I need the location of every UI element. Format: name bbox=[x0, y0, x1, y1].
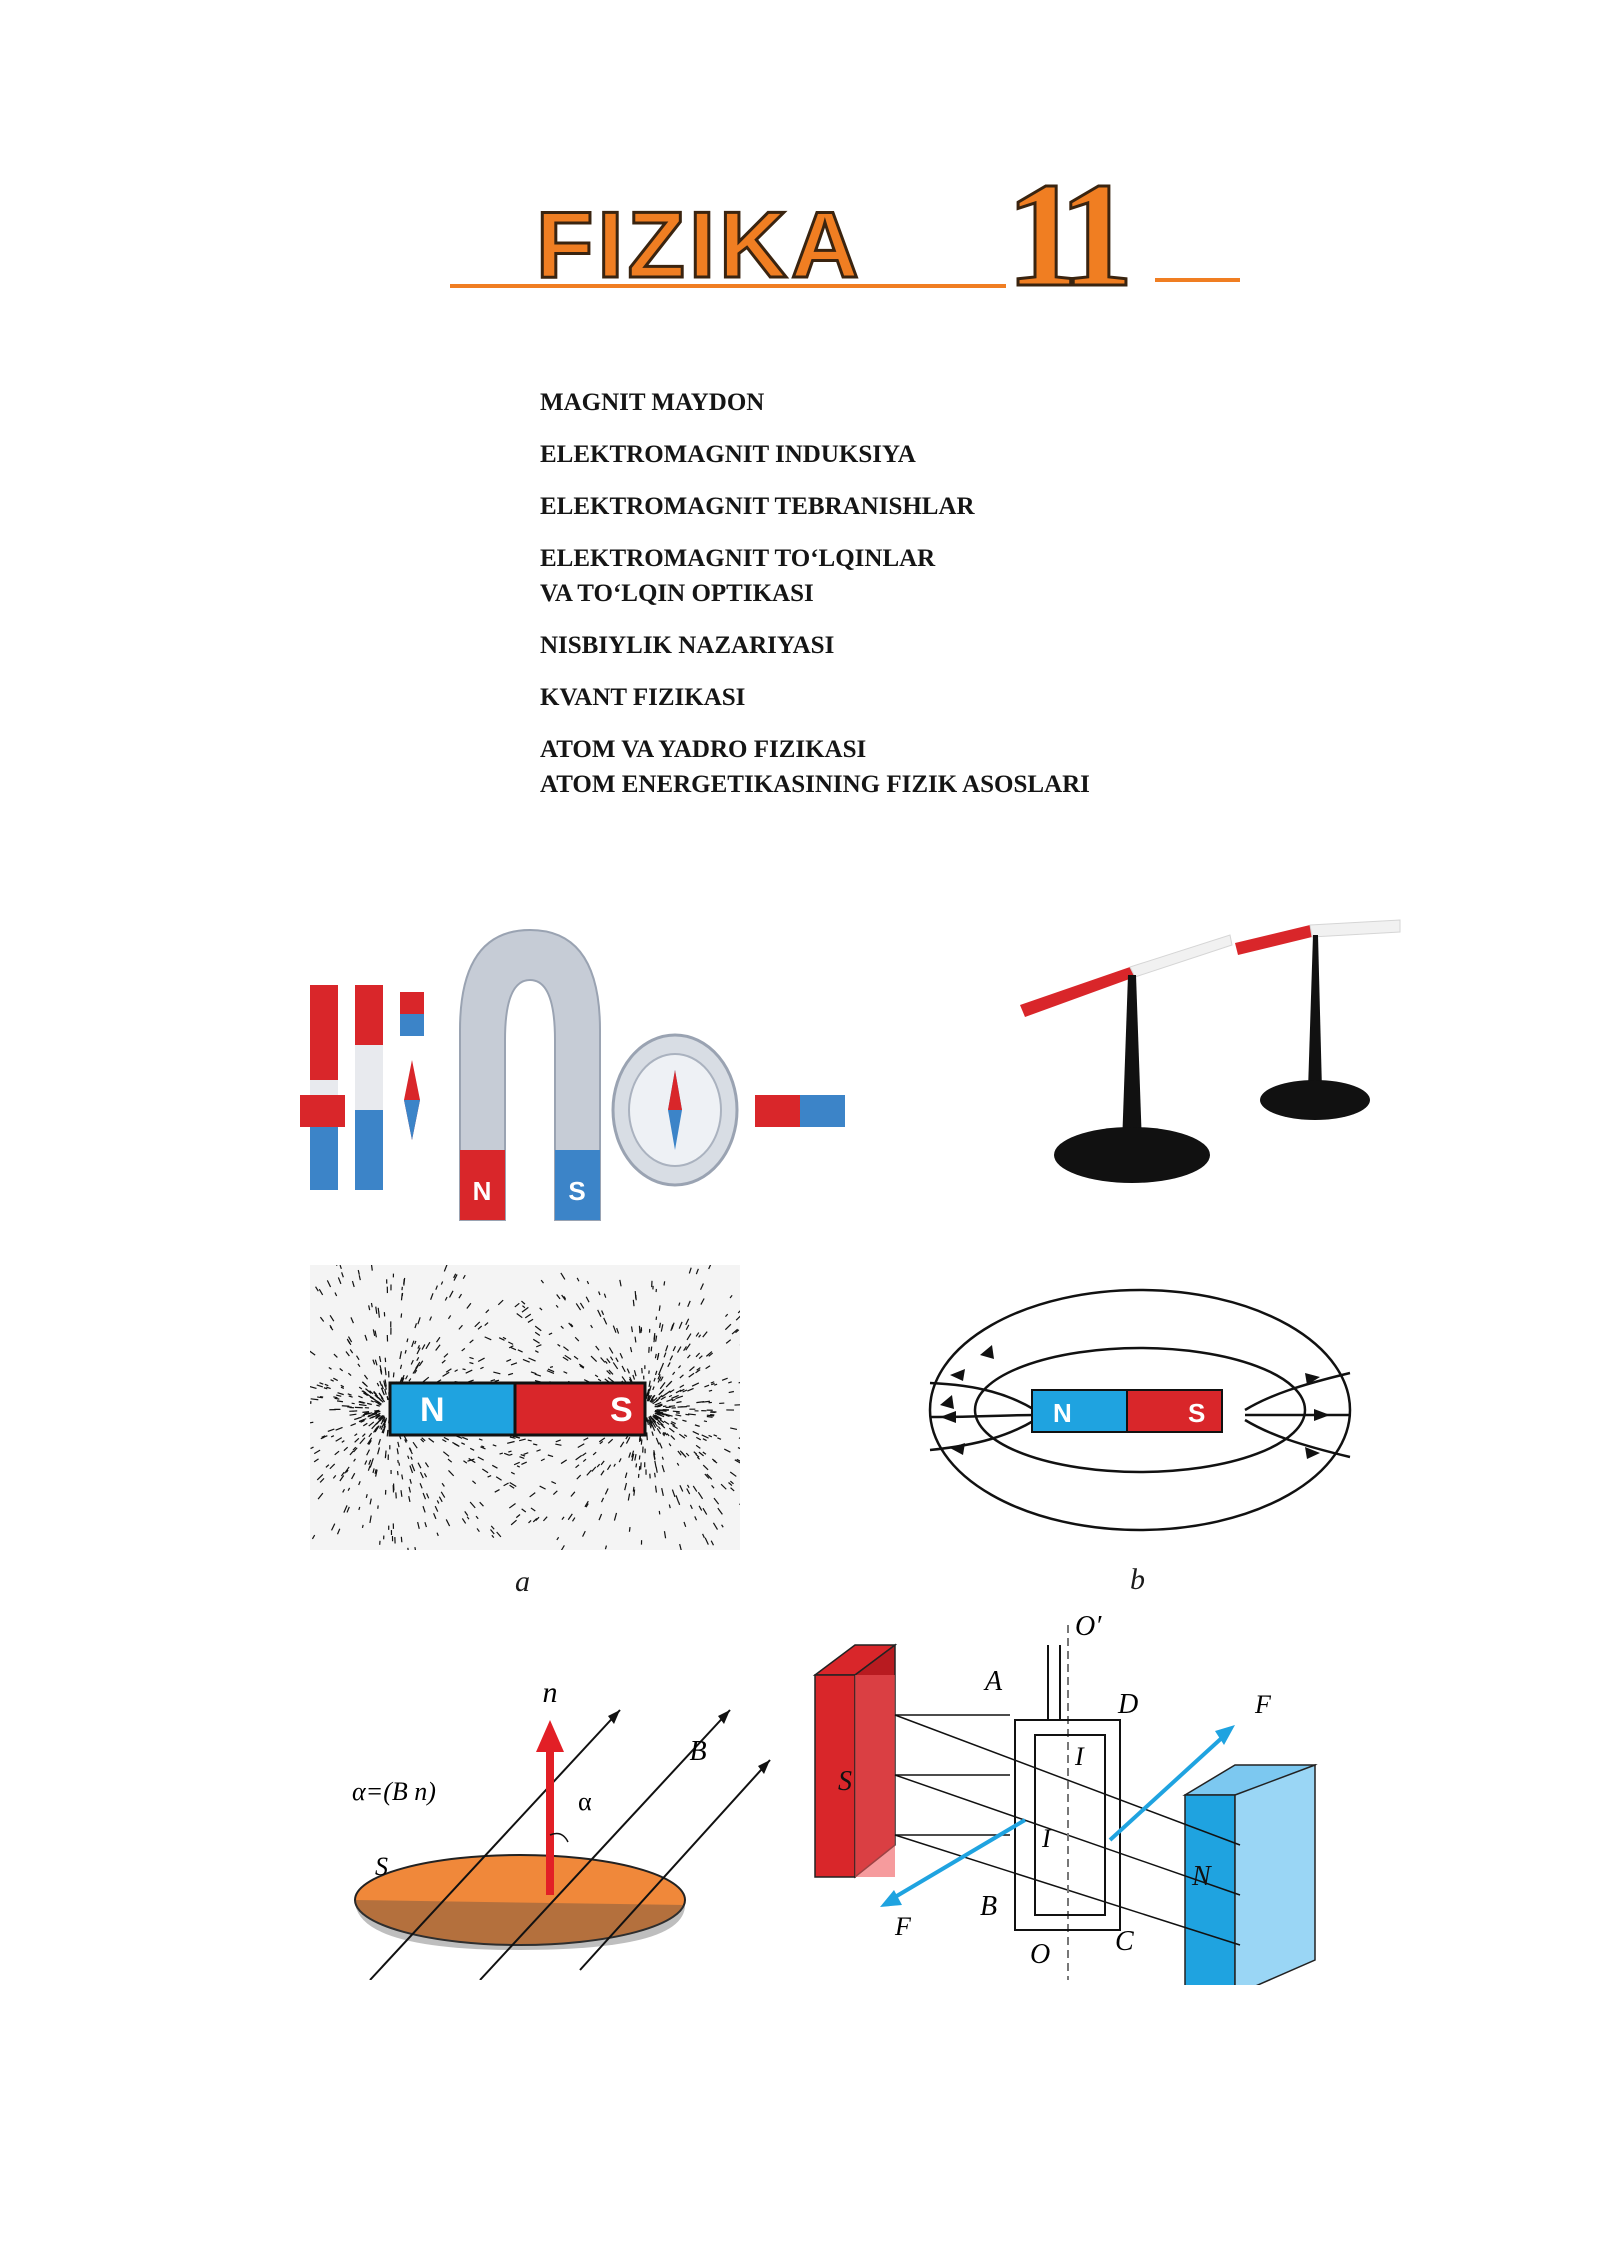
field-lines-figure: N S bbox=[928, 1288, 1352, 1532]
caption-a: a bbox=[515, 1565, 530, 1598]
topic-item: ELEKTROMAGNIT TO‘LQINLAR VA TO‘LQIN OPTIK… bbox=[540, 541, 1340, 611]
field-arrows bbox=[940, 1345, 1330, 1459]
iron-filings-figure: N S bbox=[310, 1265, 740, 1550]
needle-stand-left bbox=[1020, 934, 1233, 1183]
axis-top-label: O′ bbox=[1075, 1615, 1102, 1642]
angle-definition: α=(B n) bbox=[352, 1777, 436, 1806]
n-vector-label: n bbox=[543, 1676, 558, 1709]
current-label-top: I bbox=[1074, 1742, 1085, 1771]
title-number: 11 bbox=[1005, 152, 1136, 318]
magnets-figure: N S bbox=[300, 928, 845, 1221]
point-b-label: B bbox=[980, 1891, 997, 1922]
topic-line: NISBIYLIK NAZARIYASI bbox=[540, 632, 835, 659]
filings-n-label: N bbox=[420, 1391, 445, 1429]
point-d-label: D bbox=[1117, 1689, 1138, 1720]
force-label-right: F bbox=[1254, 1690, 1272, 1719]
horseshoe-s-label: S bbox=[568, 1176, 585, 1206]
topic-line: VA TO‘LQIN OPTIKASI bbox=[540, 580, 814, 607]
motor-frame-figure: S N O′ O A B C D I I F F bbox=[812, 1615, 1318, 1985]
topic-item: KVANT FIZIKASI bbox=[540, 680, 1340, 715]
topic-line: ELEKTROMAGNIT TEBRANISHLAR bbox=[540, 493, 975, 520]
force-label-left: F bbox=[894, 1912, 912, 1941]
topic-item: ELEKTROMAGNIT TEBRANISHLAR bbox=[540, 489, 1340, 524]
topic-item: ATOM VA YADRO FIZIKASI ATOM ENERGETIKASIN… bbox=[540, 732, 1340, 802]
current-frame bbox=[1014, 1645, 1121, 1931]
topic-line: KVANT FIZIKASI bbox=[540, 684, 746, 711]
small-magnet bbox=[400, 992, 424, 1036]
topic-line: ATOM ENERGETIKASINING FIZIK ASOSLARI bbox=[540, 771, 1090, 798]
horseshoe-magnet: N S bbox=[459, 928, 601, 1221]
caption-b: b bbox=[1130, 1563, 1145, 1596]
title-word: FIZIKA bbox=[535, 192, 863, 297]
topics-list: MAGNIT MAYDON ELEKTROMAGNIT INDUKSIYA ELEK… bbox=[540, 385, 1340, 819]
lines-s-label: S bbox=[1188, 1398, 1205, 1428]
title-underline-left bbox=[450, 284, 1006, 288]
b-vector-label: B bbox=[689, 1736, 706, 1767]
bar-magnet-1 bbox=[310, 985, 338, 1190]
alpha-label: α bbox=[578, 1787, 592, 1816]
magnet-n-label: N bbox=[1191, 1861, 1212, 1892]
axis-bottom-label: O bbox=[1030, 1939, 1050, 1970]
topic-line: ATOM VA YADRO FIZIKASI bbox=[540, 736, 867, 763]
needles-figure bbox=[1020, 919, 1401, 1183]
topic-item: MAGNIT MAYDON bbox=[540, 385, 1340, 420]
compass-icon bbox=[611, 1033, 739, 1187]
topic-item: NISBIYLIK NAZARIYASI bbox=[540, 628, 1340, 663]
lines-n-label: N bbox=[1053, 1398, 1072, 1428]
topic-line: ELEKTROMAGNIT INDUKSIYA bbox=[540, 441, 916, 468]
point-c-label: C bbox=[1115, 1926, 1134, 1957]
title-underline-right bbox=[1155, 278, 1240, 282]
topic-item: ELEKTROMAGNIT INDUKSIYA bbox=[540, 437, 1340, 472]
topic-line: ELEKTROMAGNIT TO‘LQINLAR bbox=[540, 545, 936, 572]
point-a-label: A bbox=[983, 1666, 1003, 1697]
book-title: FIZIKA 11 bbox=[450, 159, 1240, 312]
needle-stand-right bbox=[1235, 919, 1401, 1120]
current-label-bottom: I bbox=[1041, 1824, 1052, 1853]
compass-needle bbox=[404, 1060, 420, 1140]
horseshoe-n-label: N bbox=[473, 1176, 492, 1206]
magnet-s-label: S bbox=[838, 1766, 852, 1797]
bar-magnet-2 bbox=[355, 985, 383, 1190]
filings-s-label: S bbox=[610, 1391, 633, 1429]
surface-label: S bbox=[375, 1852, 388, 1881]
bar-magnet-horizontal bbox=[300, 1095, 845, 1127]
topic-line: MAGNIT MAYDON bbox=[540, 389, 765, 416]
flux-figure: n B α α=(B n) S bbox=[352, 1676, 771, 1980]
b-field-lines bbox=[369, 1709, 771, 1980]
